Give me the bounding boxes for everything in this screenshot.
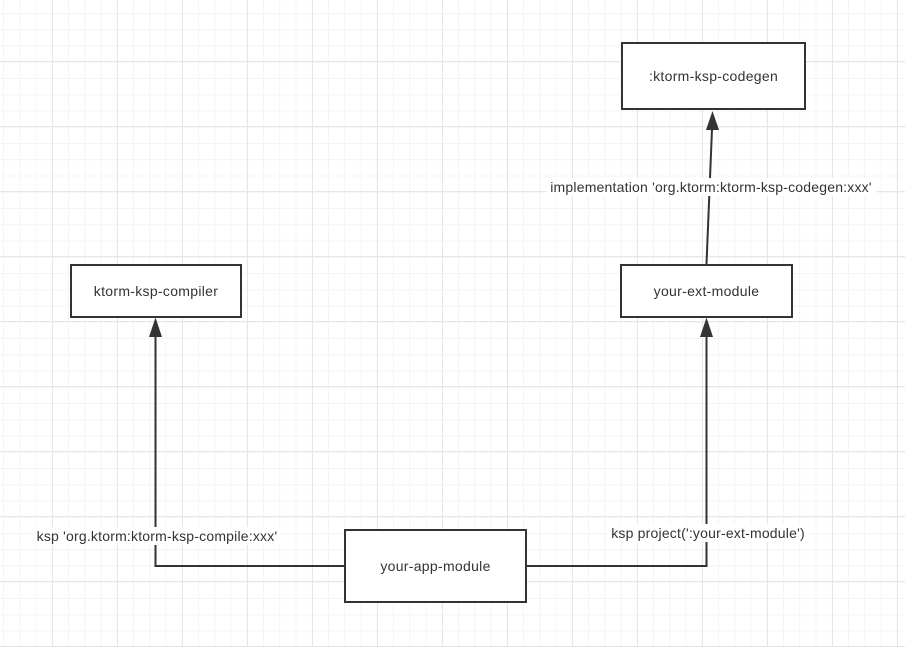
node-label: ktorm-ksp-compiler bbox=[93, 283, 219, 299]
node-label: :ktorm-ksp-codegen bbox=[648, 68, 779, 84]
node-your-ext-module: your-ext-module bbox=[620, 264, 793, 318]
edge-app-to-ext bbox=[527, 317, 713, 567]
edge-label-implementation-codegen: implementation 'org.ktorm:ktorm-ksp-code… bbox=[546, 178, 876, 196]
edge-app-to-compiler bbox=[149, 317, 344, 567]
edge-label-ksp-project: ksp project(':your-ext-module') bbox=[607, 524, 809, 542]
node-label: your-ext-module bbox=[653, 283, 760, 299]
node-label: your-app-module bbox=[380, 558, 491, 574]
node-ktorm-ksp-compiler: ktorm-ksp-compiler bbox=[70, 264, 242, 318]
node-your-app-module: your-app-module bbox=[344, 529, 527, 603]
edge-label-ksp-compile: ksp 'org.ktorm:ktorm-ksp-compile:xxx' bbox=[32, 527, 282, 545]
edge-ext-to-codegen bbox=[705, 111, 719, 265]
node-ktorm-ksp-codegen: :ktorm-ksp-codegen bbox=[621, 42, 806, 110]
